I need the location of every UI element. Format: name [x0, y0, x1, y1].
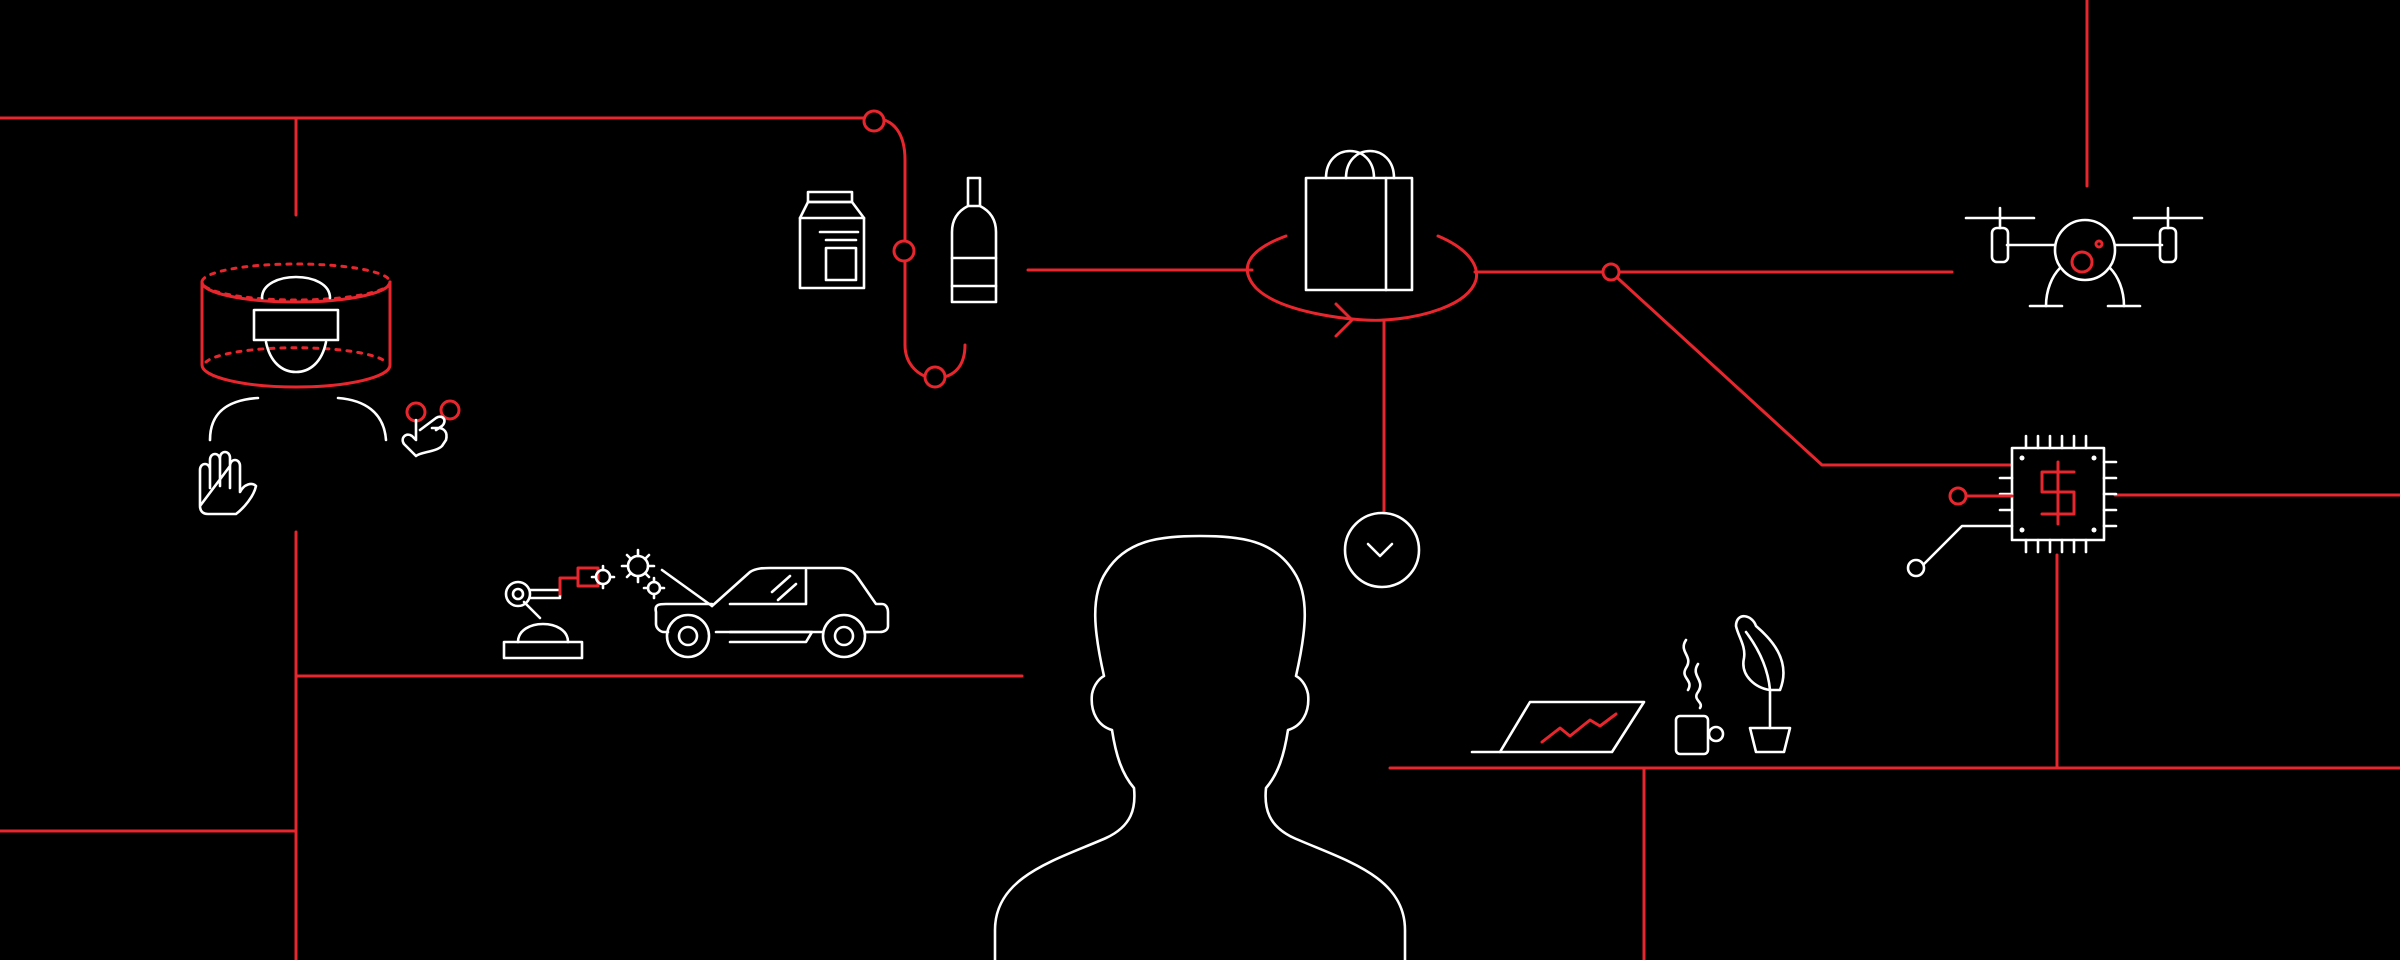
- touch-pointer-icon: [401, 399, 461, 458]
- vr-headset-user-icon: [200, 262, 392, 442]
- line-nodes: [862, 109, 1621, 389]
- milk-carton-icon: [798, 190, 866, 290]
- person-silhouette-icon: [993, 534, 1407, 960]
- clock-check-icon: [1343, 511, 1421, 589]
- car-icon: [654, 566, 890, 659]
- shopping-bag-icon: [1245, 149, 1479, 338]
- hand-gesture-icon: [198, 450, 258, 516]
- gears-icon: [590, 548, 666, 600]
- drone-camera-icon: [1964, 206, 2204, 308]
- laptop-chart-icon: [1470, 700, 1646, 754]
- bottle-icon: [950, 176, 998, 304]
- currency-chip-icon: [1906, 434, 2118, 578]
- potted-plant-icon: [1734, 614, 1792, 754]
- coffee-mug-icon: [1674, 638, 1725, 756]
- robot-arm-icon: [502, 566, 600, 660]
